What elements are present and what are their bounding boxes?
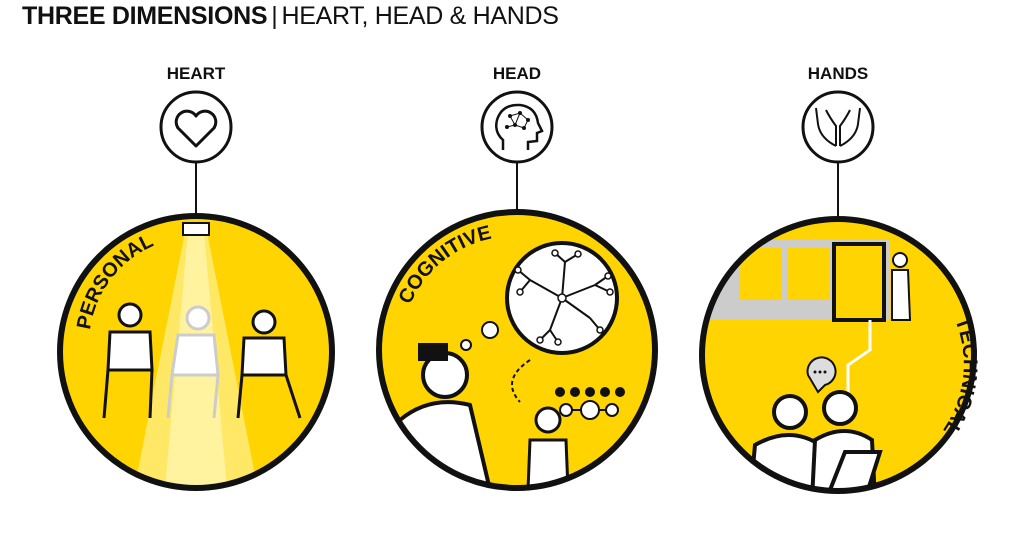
heart-icon — [159, 90, 233, 164]
spotlight-lamp — [182, 222, 210, 236]
thought-bubble-small — [460, 339, 472, 351]
person-with-magnifier — [526, 406, 570, 488]
storyboard-panel-2 — [788, 248, 830, 300]
title-bold: THREE DIMENSIONS — [22, 2, 268, 30]
thought-bubble-medium — [481, 321, 499, 339]
technical-circle: TECHNICAL — [699, 216, 981, 494]
hands-label: HANDS — [807, 64, 869, 83]
cognitive-circle: COGNITIVE — [376, 209, 658, 491]
head-label: HEAD — [492, 64, 542, 83]
network-thought-bubble — [505, 241, 619, 355]
title-separator: | — [271, 2, 278, 30]
process-steps-diagram — [555, 387, 625, 420]
page-title: THREE DIMENSIONS|HEART, HEAD & HANDS — [22, 2, 559, 31]
seated-person-left — [102, 302, 154, 419]
brain-network-icon — [480, 90, 554, 164]
heart-label: HEART — [166, 64, 226, 83]
open-hands-icon — [801, 90, 875, 164]
storyboard-panel-highlight — [832, 242, 886, 322]
personal-circle: PERSONAL — [57, 213, 335, 491]
speech-bubble — [806, 356, 837, 394]
seated-person-right — [236, 309, 302, 419]
presenter-figure — [891, 252, 912, 321]
seated-person-center — [166, 305, 220, 419]
title-subtitle: HEART, HEAD & HANDS — [281, 2, 559, 30]
